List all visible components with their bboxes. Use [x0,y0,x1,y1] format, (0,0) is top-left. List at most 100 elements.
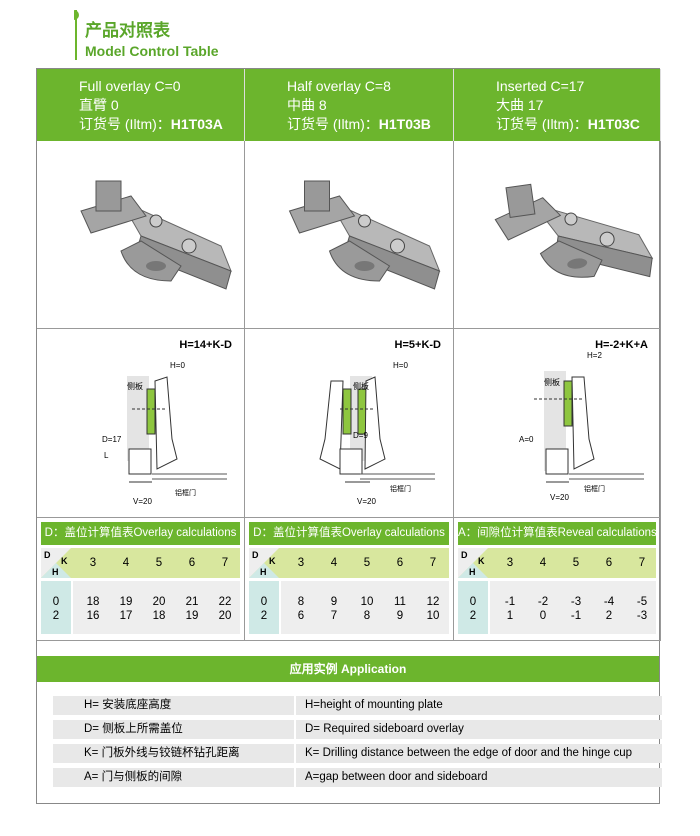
calc-value: 19 [119,596,133,608]
application-header: 应用实例 Application [37,656,659,682]
calc-value: 10 [426,610,440,622]
definition-cn: H= 安装底座高度 [53,696,294,715]
sideboard-label: 侧板 [544,378,560,387]
calc-value: -3 [636,610,648,622]
model-header: Full overlay C=0 直臂 0 订货号 (Iltm)：H1T03A [37,69,245,141]
model-name: Inserted C=17 [496,78,585,94]
hinge-diagram-icon [319,376,435,483]
item-number: H1T03A [170,116,223,132]
calc-value: 12 [426,596,440,608]
hinge-image-icon [80,180,232,290]
k-value: 4 [539,557,547,569]
h-value: 2 [52,610,60,622]
model-name-cn: 中曲 8 [287,97,327,113]
k-header-row [249,548,449,578]
definition-en: A=gap between door and sideboard [296,768,662,787]
formula: H=5+K-D [394,339,441,351]
k-value: 7 [221,557,229,569]
overlay-label: D=17 [102,435,122,444]
title-cn: 产品对照表 [85,21,170,40]
calc-value: 20 [152,596,166,608]
calc-value: -4 [603,596,615,608]
calc-value: -2 [537,596,549,608]
model-name: Full overlay C=0 [79,78,181,94]
hinge-image-icon [494,183,654,278]
corner-h: H [52,567,59,577]
corner-d: D [461,550,468,560]
item-label: 订货号 (Iltm)： [79,116,171,132]
corner-d: D [44,550,51,560]
k-header-row [458,548,656,578]
k-value: 5 [572,557,580,569]
overlay-label: A=0 [519,435,534,444]
data-area [490,581,656,634]
definition-cn: A= 门与侧板的间隙 [53,768,294,787]
corner-cell: D K H [458,548,488,578]
l-label: L [104,451,109,460]
h-column [41,581,71,634]
model-header: Inserted C=17 大曲 17 订货号 (Iltm)：H1T03C [454,69,661,141]
calc-value: 10 [360,596,374,608]
hinge-diagram-icon [534,371,644,483]
h-value: 2 [260,610,268,622]
item-number: H1T03C [587,116,640,132]
k-value: 3 [297,557,305,569]
calc-value: -3 [570,596,582,608]
calc-value: 9 [396,610,404,622]
door-label: 铝框门 [175,490,196,497]
model-header: Half overlay C=8 中曲 8 订货号 (Iltm)：H1T03B [245,69,454,141]
calc-value: 19 [185,610,199,622]
overlay-label: D=9 [353,431,368,440]
calc-value: 22 [218,596,232,608]
h-column [249,581,279,634]
item-label: 订货号 (Iltm)： [287,116,379,132]
definition-en: D= Required sideboard overlay [296,720,662,739]
v-label: V=20 [133,497,152,506]
h-column [458,581,488,634]
calc-value: 18 [86,596,100,608]
definition-cn: K= 门板外线与铰链杯钻孔距离 [53,744,294,763]
calc-value: 1 [506,610,514,622]
installation-diagram: H=5+K-D H=0 侧板 D=9 铝框门 V=20 [245,329,454,518]
k-header-row [41,548,240,578]
calc-title: A：间隙位计算值表Reveal calculations [458,522,657,545]
model-name-cn: 大曲 17 [496,97,544,113]
calc-value: 18 [152,610,166,622]
application-row: D= 侧板上所需盖位 D= Required sideboard overlay [53,720,662,739]
hinge-diagram-icon [127,376,227,483]
corner-k: K [478,556,485,566]
k-value: 4 [122,557,130,569]
item-label: 订货号 (Iltm)： [496,116,588,132]
corner-k: K [269,556,276,566]
calc-title: D：盖位计算值表Overlay calculations [249,522,449,545]
k-value: 5 [155,557,163,569]
corner-d: D [252,550,259,560]
h-label: H=0 [170,361,185,370]
data-area [281,581,449,634]
sideboard-label: 侧板 [127,382,143,391]
h-value: 0 [469,596,477,608]
calc-value: 20 [218,610,232,622]
h-label: H=0 [393,361,408,370]
k-value: 4 [330,557,338,569]
door-label: 铝框门 [390,486,411,493]
model-name: Half overlay C=8 [287,78,391,94]
v-label: V=20 [357,497,376,506]
calc-value: 6 [297,610,305,622]
hinge-photo [37,141,245,329]
title-en: Model Control Table [85,43,219,59]
calc-value: 8 [363,610,371,622]
data-area [73,581,240,634]
application-row: K= 门板外线与铰链杯钻孔距离 K= Drilling distance bet… [53,744,662,763]
calc-value: 8 [297,596,305,608]
calc-value: 9 [330,596,338,608]
k-value: 7 [638,557,646,569]
calc-value: 7 [330,610,338,622]
h-value: 0 [260,596,268,608]
calc-value: -1 [570,610,582,622]
application-row: H= 安装底座高度 H=height of mounting plate [53,696,662,715]
k-value: 5 [363,557,371,569]
k-value: 6 [396,557,404,569]
